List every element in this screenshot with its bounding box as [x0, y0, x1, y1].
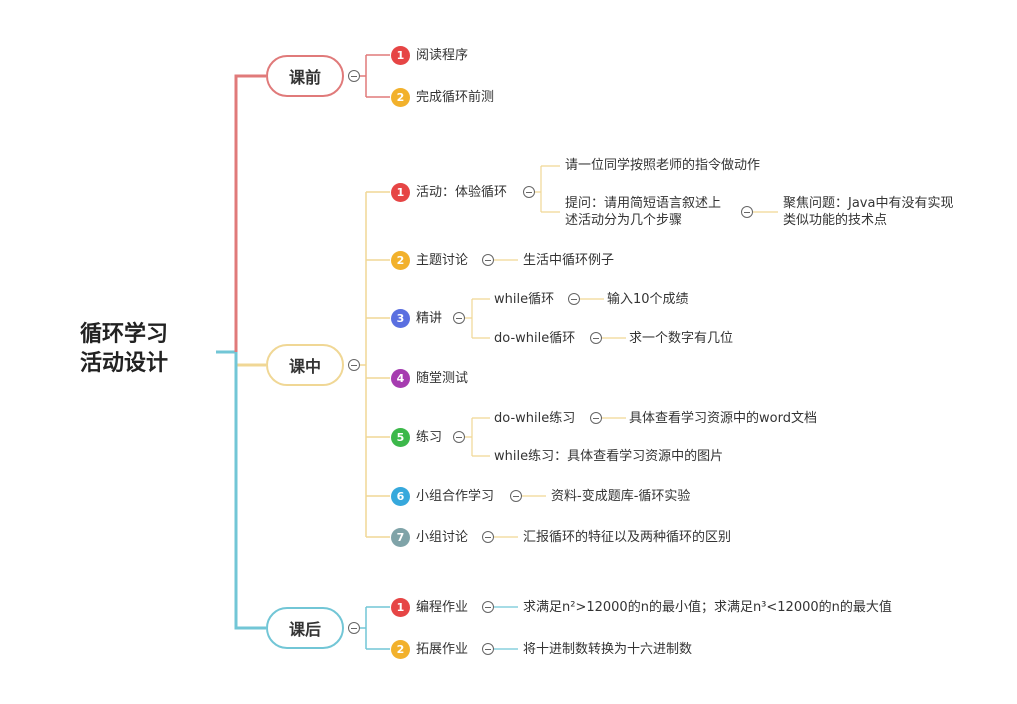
- mid-item-group-work[interactable]: 小组合作学习: [416, 489, 495, 504]
- collapse-icon[interactable]: [453, 431, 465, 443]
- number-badge: 2: [391, 251, 410, 270]
- topic-pre-class[interactable]: 课前: [266, 55, 344, 97]
- number-badge: 2: [391, 640, 410, 659]
- post-item-extension-homework[interactable]: 拓展作业: [416, 642, 469, 657]
- number-badge: 1: [391, 183, 410, 202]
- question-bank-experiment[interactable]: 资料-变成题库-循环实验: [551, 489, 691, 504]
- hex-conversion-task[interactable]: 将十进制数转换为十六进制数: [523, 642, 693, 657]
- collapse-icon[interactable]: [348, 622, 360, 634]
- focus-question-line-1: 聚焦问题：Java中有没有实现: [783, 196, 954, 211]
- mid-item-lecture[interactable]: 精讲: [416, 311, 443, 326]
- collapse-icon[interactable]: [523, 186, 535, 198]
- collapse-icon[interactable]: [482, 531, 494, 543]
- mid-item-quiz[interactable]: 随堂测试: [416, 371, 469, 386]
- collapse-icon[interactable]: [741, 206, 753, 218]
- activity-question[interactable]: 提问：请用简短语言叙述上 述活动分为几个步骤: [565, 195, 721, 229]
- root-title-line-2: 活动设计: [80, 351, 169, 376]
- number-badge: 2: [391, 88, 410, 107]
- collapse-icon[interactable]: [590, 412, 602, 424]
- collapse-icon[interactable]: [590, 332, 602, 344]
- while-loop[interactable]: while循环: [494, 292, 555, 307]
- collapse-icon[interactable]: [482, 643, 494, 655]
- collapse-icon[interactable]: [453, 312, 465, 324]
- loop-examples[interactable]: 生活中循环例子: [523, 253, 615, 268]
- homework-task[interactable]: 求满足n²>12000的n的最小值；求满足n³<12000的n的最大值: [523, 600, 892, 615]
- number-badge: 1: [391, 46, 410, 65]
- mid-item-group-discussion[interactable]: 小组讨论: [416, 530, 469, 545]
- collapse-icon[interactable]: [482, 254, 494, 266]
- collapse-icon[interactable]: [510, 490, 522, 502]
- do-while-practice[interactable]: do-while练习: [494, 411, 576, 426]
- pre-item-read-program[interactable]: 阅读程序: [416, 48, 469, 63]
- number-badge: 7: [391, 528, 410, 547]
- mid-item-topic-discussion[interactable]: 主题讨论: [416, 253, 469, 268]
- mid-item-activity[interactable]: 活动：体验循环: [416, 185, 508, 200]
- focus-question[interactable]: 聚焦问题：Java中有没有实现 类似功能的技术点: [783, 195, 953, 229]
- collapse-icon[interactable]: [348, 359, 360, 371]
- pre-item-pretest[interactable]: 完成循环前测: [416, 90, 495, 105]
- do-while-loop[interactable]: do-while循环: [494, 331, 576, 346]
- activity-question-line-1: 提问：请用简短语言叙述上: [565, 196, 722, 211]
- word-document-ref[interactable]: 具体查看学习资源中的word文档: [629, 411, 817, 426]
- number-badge: 4: [391, 369, 410, 388]
- root-title: 循环学习 活动设计: [80, 320, 168, 378]
- loop-comparison-report[interactable]: 汇报循环的特征以及两种循环的区别: [523, 530, 732, 545]
- while-practice[interactable]: while练习：具体查看学习资源中的图片: [494, 449, 724, 464]
- topic-in-class[interactable]: 课中: [266, 344, 344, 386]
- collapse-icon[interactable]: [348, 70, 360, 82]
- collapse-icon[interactable]: [482, 601, 494, 613]
- activity-question-line-2: 述活动分为几个步骤: [565, 213, 683, 228]
- count-digits[interactable]: 求一个数字有几位: [629, 331, 734, 346]
- mid-item-practice[interactable]: 练习: [416, 430, 443, 445]
- root-title-line-1: 循环学习: [80, 322, 169, 347]
- number-badge: 3: [391, 309, 410, 328]
- number-badge: 5: [391, 428, 410, 447]
- post-item-programming-homework[interactable]: 编程作业: [416, 600, 469, 615]
- topic-after-class[interactable]: 课后: [266, 607, 344, 649]
- number-badge: 6: [391, 487, 410, 506]
- activity-instruction[interactable]: 请一位同学按照老师的指令做动作: [565, 158, 761, 173]
- number-badge: 1: [391, 598, 410, 617]
- input-ten-scores[interactable]: 输入10个成绩: [607, 292, 689, 307]
- focus-question-line-2: 类似功能的技术点: [783, 213, 888, 228]
- collapse-icon[interactable]: [568, 293, 580, 305]
